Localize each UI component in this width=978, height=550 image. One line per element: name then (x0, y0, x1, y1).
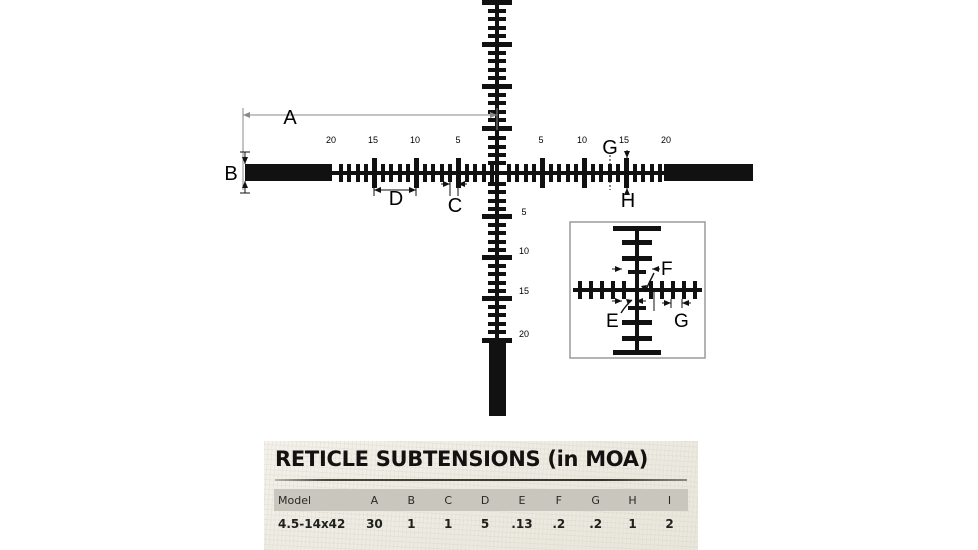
leader-h (624, 150, 630, 195)
minor-hash-G-target (608, 164, 612, 182)
column-header-d: D (480, 493, 490, 507)
column-header-h: H (628, 493, 637, 507)
scale-label-down-15: 15 (519, 286, 529, 296)
scale-labels: 20 15 10 5 5 10 15 20 5 10 15 20 (326, 135, 671, 339)
scale-label-down-5: 5 (521, 207, 526, 217)
major-hash-down-20 (482, 338, 512, 343)
scale-label-left-10: 10 (410, 135, 420, 145)
scale-label-left-20: 20 (326, 135, 336, 145)
callout-label-b: B (224, 163, 237, 185)
dimension-c (441, 180, 467, 196)
inset-leader-e-arrow (626, 299, 632, 305)
callout-label-h: H (621, 190, 635, 212)
major-hash-down-15 (482, 296, 512, 301)
callout-label-f-upper: F (661, 259, 673, 280)
inset-leader-f-upper (644, 272, 655, 293)
dimension-b (240, 151, 250, 194)
cell-c: 1 (444, 517, 453, 531)
scale-label-right-15: 15 (619, 135, 629, 145)
scale-label-left-5: 5 (455, 135, 460, 145)
cell-b: 1 (407, 517, 416, 531)
callout-label-e: E (606, 311, 619, 332)
inset-vertical-line (635, 226, 639, 354)
cell-e: .13 (511, 517, 533, 531)
column-header-c: C (444, 493, 453, 507)
subtensions-table: Model A B C D E F G H I 4.5-14x42 30 1 1… (274, 489, 688, 535)
cell-i: 2 (665, 517, 674, 531)
scale-label-right-20: 20 (661, 135, 671, 145)
horizontal-hash-left (339, 158, 494, 188)
right-post-bar (664, 164, 753, 181)
scale-label-right-10: 10 (577, 135, 587, 145)
scale-label-left-15: 15 (368, 135, 378, 145)
column-header-a: A (370, 493, 379, 507)
dimension-d (373, 182, 417, 196)
column-header-i: I (667, 493, 672, 507)
callout-label-a: A (283, 107, 297, 129)
scale-label-down-20: 20 (519, 329, 529, 339)
reticle-crosshair (245, 0, 753, 416)
inset-dimension-e (612, 298, 646, 304)
inset-hash-right (649, 281, 697, 299)
major-hash-down-10 (482, 255, 512, 260)
left-post-bar (245, 164, 332, 181)
column-header-g: G (591, 493, 600, 507)
major-hash-left-10 (414, 158, 419, 188)
cell-f: .2 (552, 517, 566, 531)
vertical-crosshair-line (495, 0, 499, 343)
callout-label-d: D (389, 188, 403, 210)
inset-hash-up (613, 226, 661, 274)
column-header-model: Model (278, 493, 312, 507)
major-hash-right-5 (540, 158, 545, 188)
reticle-subtensions-panel: RETICLE SUBTENSIONS (in MOA) Model A B C… (264, 441, 698, 550)
title-divider (275, 479, 687, 481)
inset-dimension-f-lower (662, 299, 691, 308)
reticle-svg: 20 15 10 5 5 10 15 20 5 10 15 20 A (224, 0, 753, 416)
major-hash-right-15 (624, 158, 629, 188)
major-hash-down-5 (482, 214, 512, 219)
cell-model: 4.5-14x42 (278, 517, 346, 531)
cell-d: 5 (480, 517, 490, 531)
major-hash-right-10 (582, 158, 587, 188)
reticle-diagram: 20 15 10 5 5 10 15 20 5 10 15 20 A (224, 0, 753, 416)
major-hash-left-15 (372, 158, 377, 188)
callout-label-g: G (602, 137, 618, 159)
inset-hash-left (578, 281, 626, 299)
dimension-a (242, 108, 498, 190)
cell-h: 1 (628, 517, 637, 531)
column-header-b: B (407, 493, 416, 507)
callout-label-f-lower: G (674, 311, 689, 332)
scale-label-down-10: 10 (519, 246, 529, 256)
inset-leader-f-upper-arrow (641, 285, 647, 292)
horizontal-hash-right (507, 158, 662, 188)
major-hash-left-5 (456, 158, 461, 188)
inset-dimension-f-upper (612, 266, 660, 272)
callout-label-c: C (448, 195, 462, 217)
column-header-e: E (518, 493, 526, 507)
cell-g: .2 (589, 517, 603, 531)
cell-a: 30 (366, 517, 383, 531)
inset-hash-down (613, 306, 661, 355)
detail-inset-box: F E G (569, 221, 706, 359)
table-row: 4.5-14x42 30 1 1 5 .13 .2 .2 1 2 (274, 511, 688, 535)
scale-label-right-5: 5 (538, 135, 543, 145)
column-header-f: F (555, 493, 562, 507)
vertical-hash-down (482, 182, 512, 343)
bottom-post-bar (489, 341, 506, 416)
subtensions-title: RETICLE SUBTENSIONS (in MOA) (275, 447, 649, 471)
table-header-row: Model A B C D E F G H I (274, 489, 688, 511)
